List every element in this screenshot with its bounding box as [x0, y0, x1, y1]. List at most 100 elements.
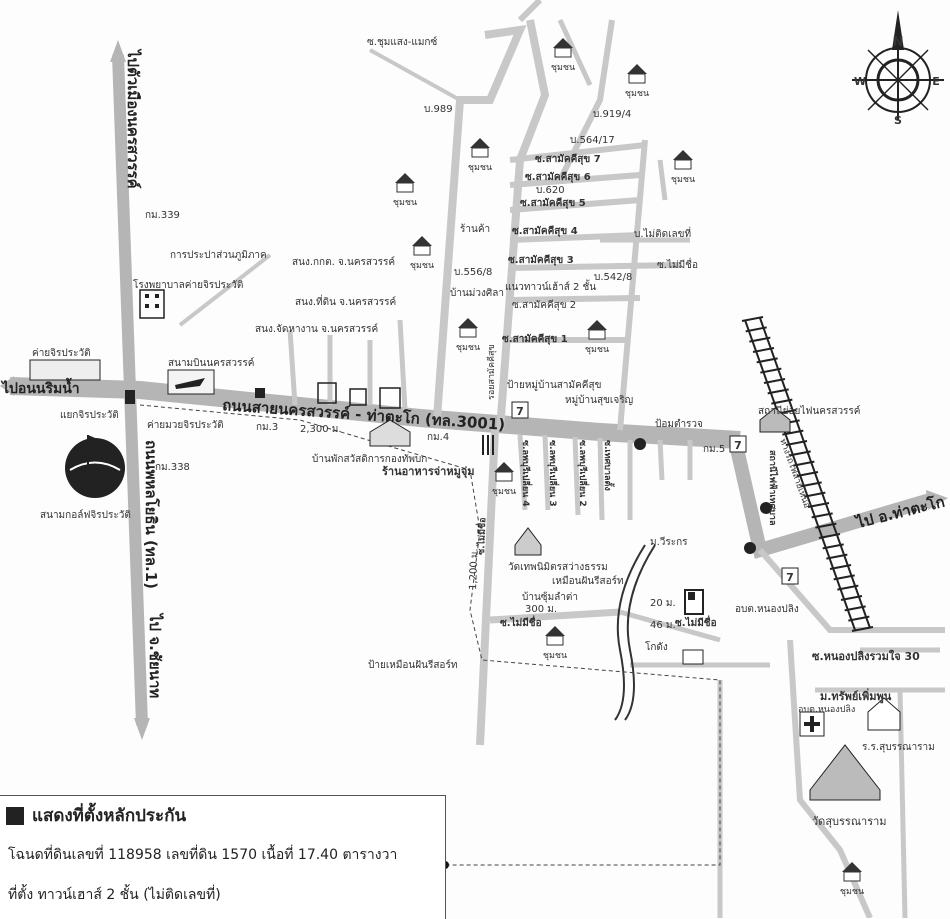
route-to-collateral: [139, 404, 721, 866]
village-marker: ชุมชน: [585, 320, 609, 355]
soi-no-name-label: ซ.ไม่มีชื่อ: [500, 615, 542, 629]
soi-7-label: ซ.สามัคคีสุข 7: [535, 153, 601, 165]
village-label: ชุมชน: [585, 345, 609, 355]
water-authority-label: การประปาส่วนภูมิภาค: [170, 250, 267, 261]
gas-station-2-icon: [744, 542, 756, 554]
km-339-label: กม.339: [145, 210, 180, 221]
rail-tie: [826, 553, 848, 560]
house-body: [843, 871, 861, 882]
rail-tie: [771, 398, 793, 405]
arrow-up-icon: [110, 40, 126, 62]
camp-label: ค่ายจิรประวัติ: [32, 348, 91, 359]
village-label: ชุมชน: [840, 887, 864, 897]
village-label: ชุมชน: [456, 343, 480, 353]
traffic-light-icon: [125, 390, 135, 404]
airport-label: สนามบินนครสวรรค์: [168, 357, 254, 369]
restaurant-icon: [482, 435, 494, 455]
rail-tie: [851, 626, 874, 632]
house-body: [628, 73, 646, 84]
office-1-icon: [255, 388, 265, 398]
distance-300-label: 300 ม.: [525, 604, 557, 615]
to-tha-tako-label: ไป อ.ท่าตะโก: [852, 492, 946, 533]
rail-tie: [815, 522, 837, 529]
village-marker: ชุมชน: [492, 462, 516, 497]
distance-20-label: 20 ม.: [650, 598, 676, 609]
house-icon: [470, 138, 490, 148]
rail-tie: [833, 574, 855, 581]
rail-tie: [822, 543, 844, 550]
soi-v4-label: ซ.เทศบาลตั้ง: [602, 440, 615, 491]
house-icon: [842, 862, 862, 872]
convenience-store-icon: [511, 401, 529, 419]
school-icon: [867, 697, 901, 731]
compass-north-arrow-icon: [892, 10, 904, 50]
legend-title-text: แสดงที่ตั้งหลักประกัน: [32, 806, 187, 826]
village-sukcharoen-label: หมู่บ้านสุขเจริญ: [565, 394, 633, 406]
house-556-label: บ.556/8: [454, 267, 492, 278]
resort-label: เหมือนฝันรีสอร์ท: [552, 575, 624, 587]
rail-tie: [767, 388, 789, 395]
arrow-down-icon: [134, 718, 150, 740]
soi-2-label: ซ.สามัคคีสุข 2: [512, 299, 576, 311]
house-icon: [545, 626, 565, 636]
rail-tie: [807, 502, 830, 508]
office-4-icon: [379, 387, 401, 409]
police-box-icon: [634, 438, 646, 450]
convenience-store-3-icon: [781, 567, 799, 585]
rail-tie: [848, 615, 870, 622]
election-office-label: สนง.กกต. จ.นครสวรรค์: [292, 256, 395, 268]
facility-icons: 7 7 7: [29, 289, 901, 801]
office-2-icon: [317, 382, 337, 404]
soi-v1-label: ซ.ลพบุรีเปลี่ยน 4: [520, 440, 533, 507]
house-icon: [412, 236, 432, 246]
village-label: ชุมชน: [393, 198, 417, 208]
km-3-label: กม.3: [256, 422, 278, 433]
village-label: ชุมชน: [410, 261, 434, 271]
km-4-label: กม.4: [427, 432, 449, 443]
village-label: ชุมชน: [492, 487, 516, 497]
distance-1200-label: 1,200 ม.: [468, 548, 480, 590]
restaurant-label: ร้านอาหารจ่าหมูจุ่ม: [382, 465, 475, 479]
police-box-label: ป้อมตำรวจ: [655, 418, 703, 430]
compass-w-label: W: [854, 75, 866, 88]
temple-2-label: วัดสุบรรณาราม: [812, 815, 887, 828]
house-body: [546, 635, 564, 646]
rail-tie: [800, 481, 822, 488]
to-chai-nat-label: ไป จ.ชัยนาท: [146, 612, 165, 698]
boxing-camp-label: ค่ายมวยจิรประวัติ: [147, 420, 224, 431]
soi-3-label: ซ.สามัคคีสุข 3: [508, 254, 574, 266]
rail-tie: [763, 378, 786, 384]
rail-tie: [804, 491, 826, 498]
house-542-label: บ.542/8: [594, 272, 632, 283]
arrow-left-icon: [0, 376, 14, 396]
rail-tie: [811, 512, 833, 519]
no-name-label: ซ.ไม่มีชื่อ: [657, 257, 698, 271]
resort-sign-label: ป้ายเหมือนฝันรีสอร์ท: [368, 659, 457, 671]
substation-icon: [759, 407, 791, 433]
legend-marker-icon: [6, 806, 24, 825]
soi-no-name-2-label: ซ.ไม่มีชื่อ: [675, 615, 717, 629]
rail-tie: [785, 440, 808, 446]
compass-e-label: E: [932, 75, 940, 88]
railway: [741, 316, 874, 632]
soi-5-label: ซ.สามัคคีสุข 5: [520, 197, 586, 209]
house-icon: [627, 64, 647, 74]
rail-tie: [793, 460, 815, 467]
house-body: [471, 147, 489, 158]
village-markers: ชุมชนชุมชนชุมชนชุมชนชุมชนชุมชนชุมชนชุมชน…: [393, 38, 864, 897]
house-989-label: บ.989: [424, 104, 453, 115]
local-roads: [178, 0, 945, 918]
km-338-label: กม.338: [155, 462, 190, 473]
house-564-label: บ.564/17: [570, 135, 615, 146]
village-label: ชุมชน: [625, 89, 649, 99]
soi-v2-label: ซ.ลพบุรีเปลี่ยน 3: [547, 440, 560, 507]
village-marker: ชุมชน: [671, 150, 695, 185]
welfare-home-icon: [369, 419, 411, 447]
svg-text:7: 7: [734, 439, 742, 452]
house-icon: [553, 38, 573, 48]
to-riverside-label: ไปอนนริมน้ำ: [0, 377, 80, 397]
gas-station-icon: [760, 502, 772, 514]
village-label: ชุมชน: [543, 651, 567, 661]
km-5-label: กม.5: [703, 444, 725, 455]
